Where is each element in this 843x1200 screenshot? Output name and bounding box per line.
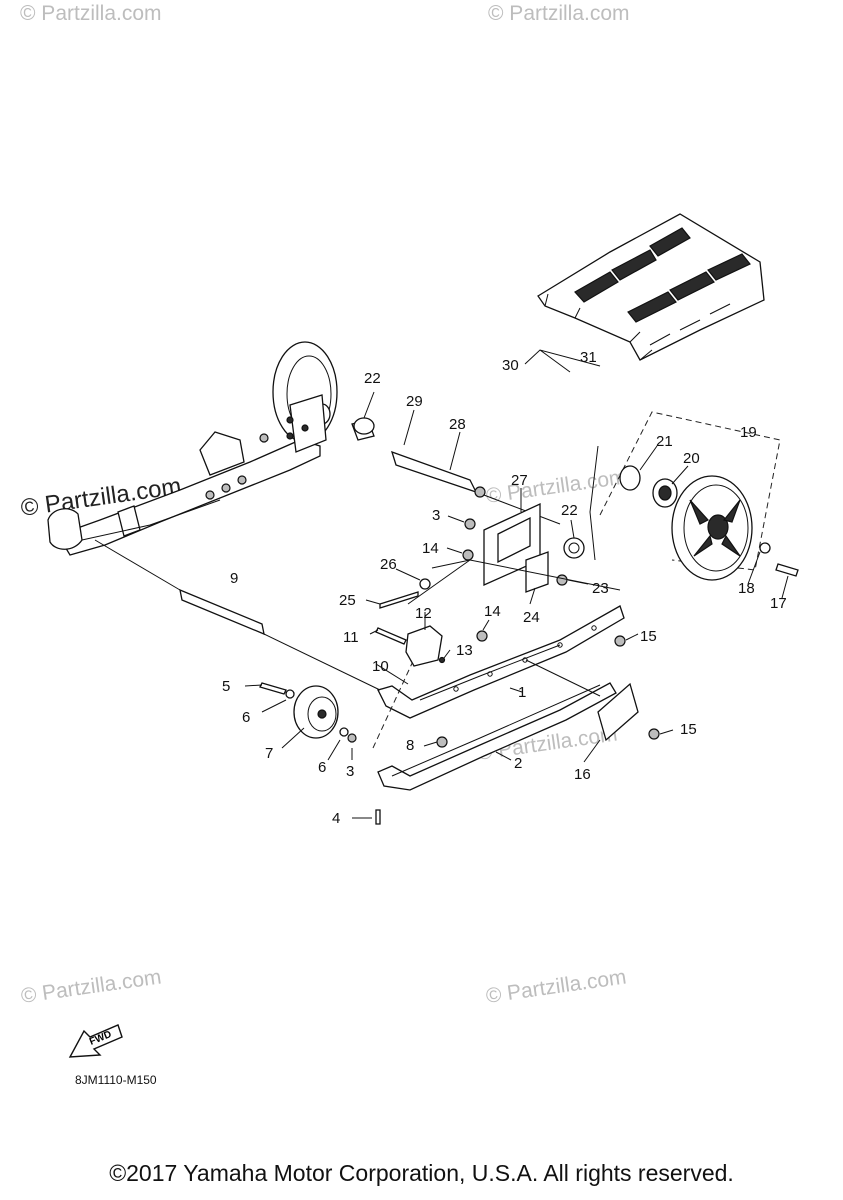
callout: 21 [656,433,673,450]
callout: 22 [561,502,578,519]
leader-line [363,391,461,471]
bracket-27 [483,502,549,593]
callout: 30 [502,357,519,374]
idler-wheel-7 [293,685,339,739]
washer-6 [339,727,349,737]
bracket-16 [597,682,639,742]
bolt-15 [648,728,660,740]
callout: 28 [449,416,466,433]
callout: 6 [242,709,250,726]
shaft-9 [179,588,265,636]
callout: 20 [683,450,700,467]
bolt-5 [259,682,287,695]
callout: 24 [523,609,540,626]
collar-22-left [351,417,375,441]
watermark: © Partzilla.com [20,2,162,25]
callout: 18 [738,580,755,597]
leader-line [365,568,674,747]
washer-18 [759,542,771,554]
callout: 27 [511,472,528,489]
bolt-15 [614,635,626,647]
bolt [556,574,568,586]
leader-line [639,445,789,599]
callout: 14 [422,540,439,557]
leader-line [244,684,601,819]
bolt-25 [379,591,419,609]
callout: 10 [372,658,389,675]
callout: 26 [380,556,397,573]
callout: 8 [406,737,414,754]
watermark: © Partzilla.com [484,965,627,1007]
nut-3 [347,733,357,743]
callout: 17 [770,595,787,612]
callout-labels: 1 2 3 3 3 4 5 6 6 7 8 9 10 11 12 13 14 1… [222,349,787,827]
callout: 5 [222,678,230,695]
bolt-17 [775,563,799,577]
callout: 19 [740,424,757,441]
leader-line [524,349,601,373]
nut-14 [476,630,488,642]
callout: 25 [339,592,356,609]
callout: 3 [346,763,354,780]
assembly-line [407,559,621,697]
forward-arrow-icon: FWD [68,1024,123,1058]
leader-line [520,488,536,605]
watermark: © Partzilla.com [19,965,162,1007]
slide-rail-1 [377,605,625,719]
slide-rail-2 [377,682,617,791]
callout: 11 [343,629,359,646]
callout: 16 [574,766,591,783]
left-frame-rail [47,394,327,556]
callout: 1 [518,684,526,701]
callout: 13 [456,642,473,659]
callout: 4 [332,810,340,827]
wheel-18 [671,475,753,581]
assembly-line [94,539,381,691]
callout: 3 [432,507,440,524]
bearing-20 [652,478,678,508]
bolt-4 [375,809,381,825]
callout: 14 [484,603,501,620]
leader-line [446,515,465,554]
callout: 15 [640,628,657,645]
callout: 23 [592,580,609,597]
callout: 6 [318,759,326,776]
nut [462,549,474,561]
callout: 29 [406,393,423,410]
callout: 12 [415,605,432,622]
callout: 22 [364,370,381,387]
circlip-21 [619,465,641,491]
collar-22-right [563,537,585,559]
watermark: © Partzilla.com [488,2,630,25]
shaft-28-29 [390,450,561,525]
washer-6 [285,689,295,699]
track-belt [537,213,765,361]
copyright-notice: ©2017 Yamaha Motor Corporation, U.S.A. A… [109,1160,734,1186]
bolt-8 [436,736,448,748]
callout: 9 [230,570,238,587]
leader-line [570,519,575,539]
nut [464,518,476,530]
diagram-code: 8JM1110-M150 [75,1073,157,1087]
block-12 [405,625,443,667]
callout: 7 [265,745,273,762]
callout: 2 [514,755,522,772]
bolt [259,433,269,443]
leader-line [589,445,599,561]
callout: 31 [580,349,597,366]
callout: 15 [680,721,697,738]
pin-13 [438,656,446,664]
nut-26 [419,578,431,590]
bolt-11 [375,627,407,645]
